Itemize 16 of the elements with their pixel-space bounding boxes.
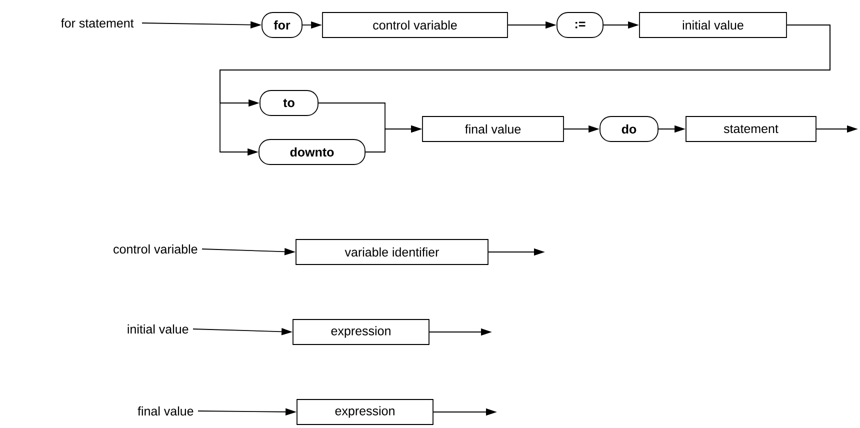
keyword-terminal: downto: [258, 139, 366, 165]
nonterminal-box: expression: [296, 399, 434, 425]
rule-name: final value: [138, 406, 194, 416]
nonterminal-box: variable identifier: [296, 239, 488, 265]
rule-name: for statement: [61, 18, 134, 28]
nonterminal-box: initial value: [639, 12, 787, 38]
nonterminal-box: expression: [292, 319, 430, 345]
nonterminal-box: statement: [686, 116, 816, 142]
keyword-terminal: :=: [556, 12, 604, 38]
nonterminal-box: control variable: [322, 12, 508, 38]
keyword-terminal: to: [260, 90, 318, 116]
keyword-terminal: do: [600, 116, 658, 142]
nonterminal-box: final value: [422, 116, 564, 142]
rule-name: control variable: [114, 244, 198, 254]
keyword-terminal: for: [262, 12, 302, 38]
rule-name: initial value: [128, 324, 188, 334]
